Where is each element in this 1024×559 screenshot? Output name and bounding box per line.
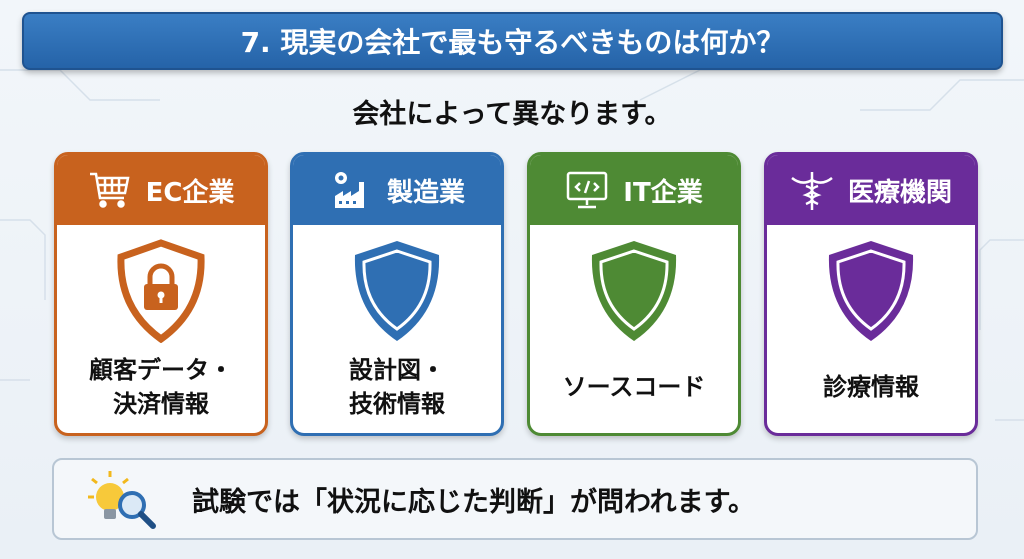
shield-lock-icon	[117, 239, 205, 343]
card-header: 製造業	[293, 155, 501, 225]
shield-icon	[591, 241, 677, 341]
card-title: EC企業	[145, 177, 235, 208]
card-header: IT企業	[530, 155, 738, 225]
subtitle: 会社によって異なります。	[352, 99, 672, 130]
card-header: 医療機関	[767, 155, 975, 225]
code-monitor-icon	[567, 171, 608, 209]
factory-gear-icon	[334, 172, 364, 208]
page-title: 7. 現実の会社で最も守るべきものは何か？	[22, 12, 1003, 70]
card-ec-company: EC企業 顧客データ・ 決済情報	[54, 152, 268, 436]
card-manufacturing: 製造業 設計図・ 技術情報	[290, 152, 504, 436]
caduceus-icon	[791, 172, 833, 210]
footer-text: 試験では「状況に応じた判断」が問われます。	[192, 486, 755, 518]
shield-icon	[354, 241, 440, 341]
card-asset: 設計図・ 技術情報	[349, 356, 445, 418]
card-asset: 診療情報	[823, 373, 919, 401]
shopping-cart-icon	[89, 172, 130, 208]
card-it-company: IT企業 ソースコード	[527, 152, 741, 436]
card-header: EC企業	[57, 155, 265, 225]
card-asset: ソースコード	[562, 373, 706, 401]
card-title: 医療機関	[847, 177, 952, 208]
lightbulb-magnifier-icon	[88, 471, 156, 529]
card-title: 製造業	[386, 177, 465, 208]
footer-note: 試験では「状況に応じた判断」が問われます。	[52, 458, 978, 540]
shield-icon	[828, 241, 914, 341]
card-title: IT企業	[623, 177, 703, 208]
card-medical-institution: 医療機関 診療情報	[764, 152, 978, 436]
card-asset: 顧客データ・ 決済情報	[89, 356, 233, 418]
